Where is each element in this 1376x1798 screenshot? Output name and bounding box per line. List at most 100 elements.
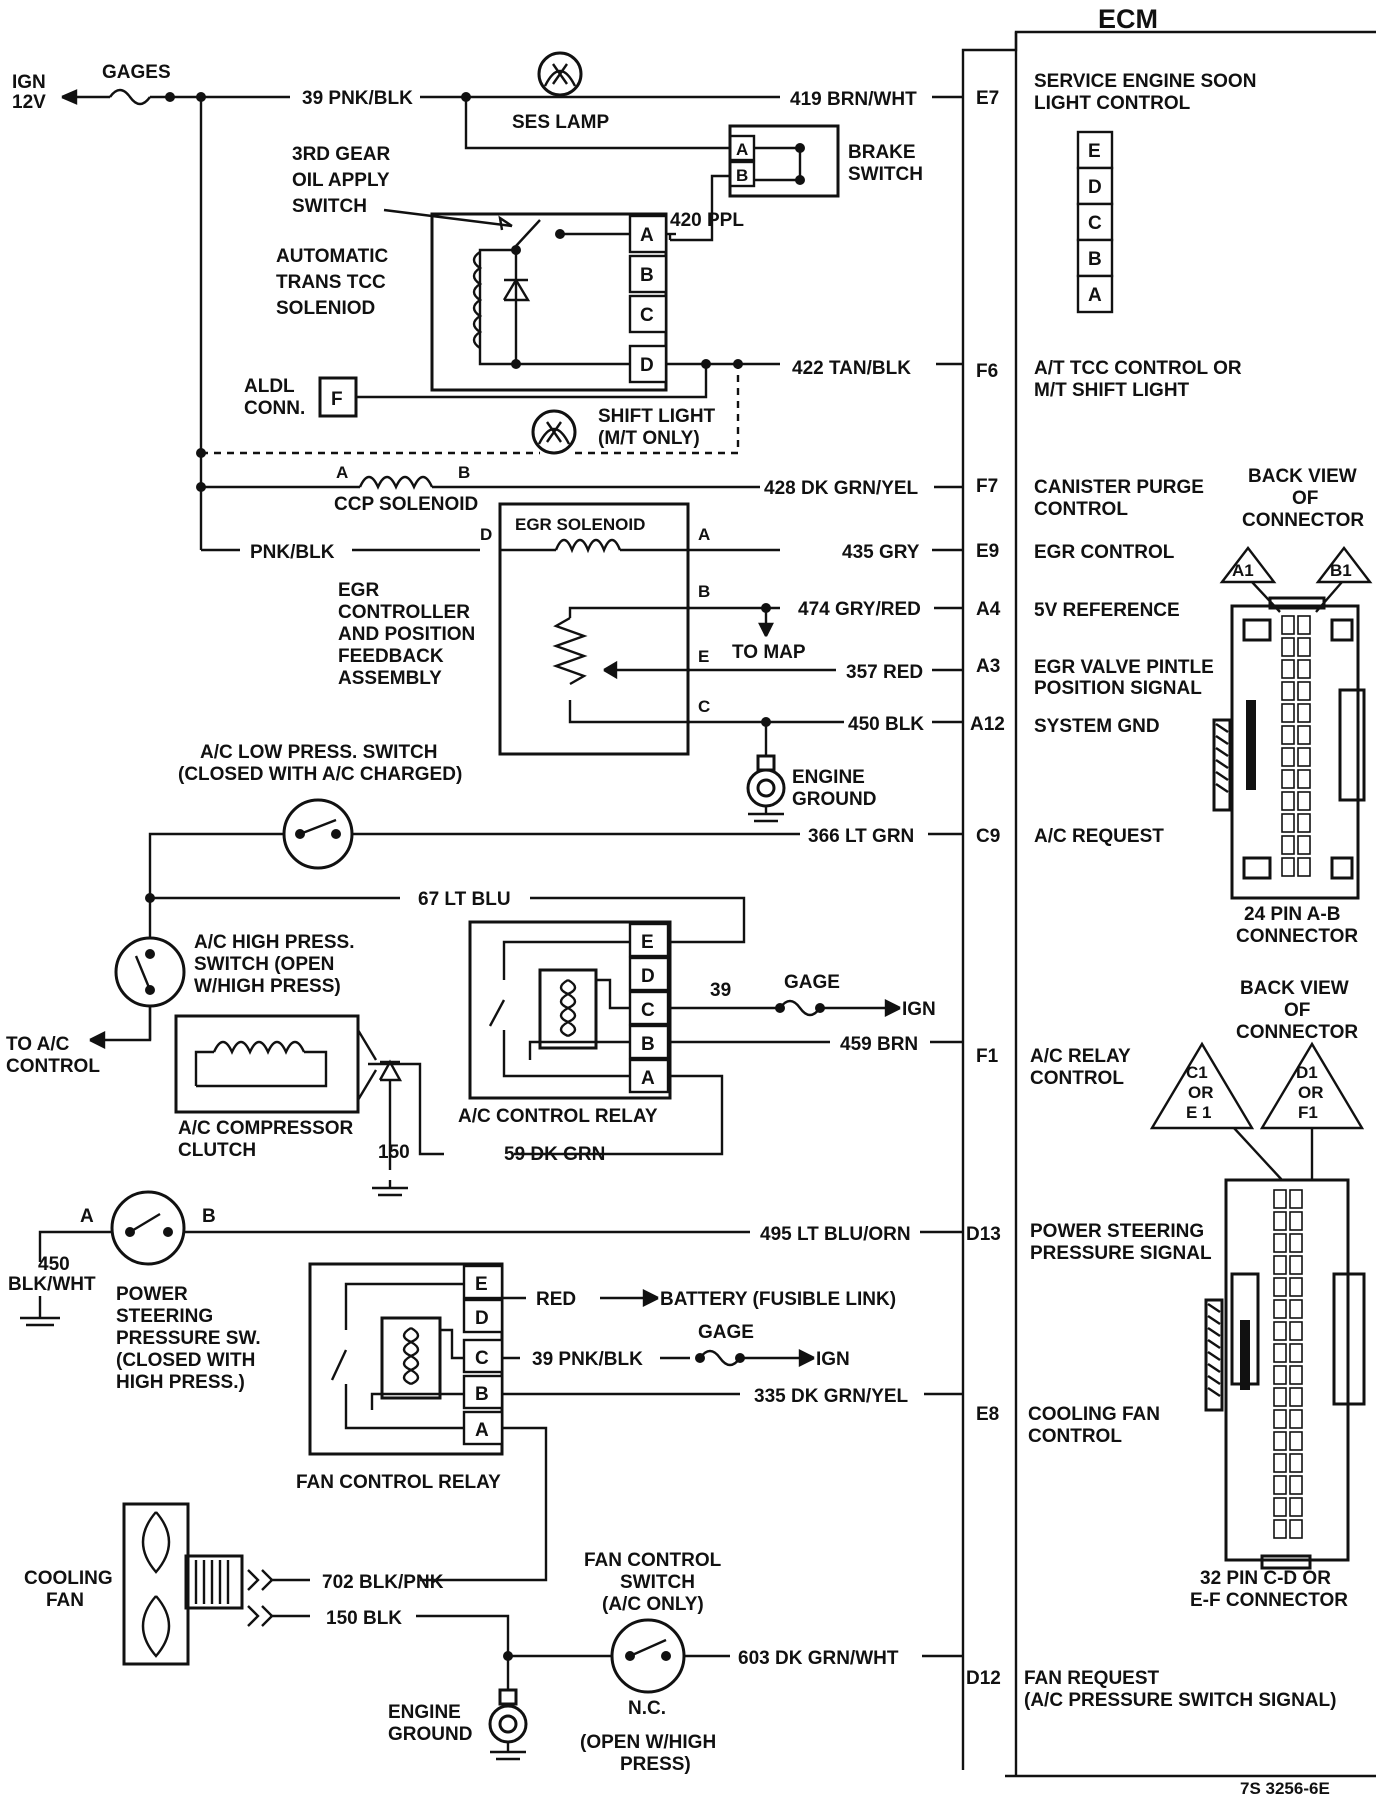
connector-pin-cavity: [1289, 1233, 1303, 1253]
brake-pin-b: B: [736, 166, 748, 185]
connector-pin-cavity: [1273, 1387, 1287, 1407]
ecm-pin-a4: A4: [976, 599, 1001, 620]
ecm-pin-c9: C9: [976, 826, 1000, 847]
strip-pin-b: B: [1088, 249, 1102, 270]
top-caption-1: 24 PIN A-B: [1244, 904, 1340, 925]
connector-pin-cavity: [1273, 1453, 1287, 1473]
ecm-pin-strip: E D C B A: [1076, 130, 1114, 314]
connector-pin-cavity: [1273, 1431, 1287, 1451]
egr-assy-label-2: CONTROLLER: [338, 602, 470, 623]
cooling-fan-icon: [122, 1502, 190, 1666]
fan-control-relay: E D C B A FAN CONTROL RELAY RED BATTERY …: [296, 1262, 963, 1582]
ign-feed: IGN 12V GAGES 39 PNK/BLK SES LAMP 419 BR…: [12, 51, 963, 133]
ecm-func-c9: A/C REQUEST: [1034, 826, 1164, 847]
oil-switch-label-1: 3RD GEAR: [292, 144, 390, 165]
ps-pin-b: B: [202, 1206, 216, 1227]
tcc-pin-b: B: [640, 265, 654, 286]
connector-pin-cavity: [1281, 835, 1295, 855]
tcc-label-3: SOLENIOD: [276, 298, 375, 319]
ecm-func-f1-2: CONTROL: [1030, 1068, 1124, 1089]
to-ac-label-2: CONTROL: [6, 1056, 100, 1077]
ccp-pin-a: A: [336, 463, 348, 482]
connector-pin-cavity: [1281, 857, 1295, 877]
egr-pin-c: C: [698, 697, 710, 716]
fan-relay-coil-icon: [402, 1326, 420, 1386]
connector-pin-cavity: [1289, 1387, 1303, 1407]
ecm-func-f7-2: CONTROL: [1034, 499, 1128, 520]
egr-assy-label-4: FEEDBACK: [338, 646, 444, 667]
open-high-label-2: PRESS): [620, 1754, 691, 1775]
top-tri-a1: A1: [1232, 561, 1254, 580]
shift-light: SHIFT LIGHT (M/T ONLY): [531, 364, 740, 455]
egr-assy-label-1: EGR: [338, 580, 379, 601]
to-ac-label-1: TO A/C: [6, 1034, 70, 1055]
connector-pin-cavity: [1273, 1409, 1287, 1429]
strip-pin-c: C: [1088, 213, 1102, 234]
connector-pin-cavity: [1273, 1475, 1287, 1495]
ac-relay-coil-icon: [559, 978, 577, 1038]
ecm-func-f1-1: A/C RELAY: [1030, 1046, 1131, 1067]
ps-switch-icon: [110, 1190, 186, 1266]
fan-switch-label-3: (A/C ONLY): [602, 1594, 704, 1615]
clutch-label-1: A/C COMPRESSOR: [178, 1118, 354, 1139]
fan-switch-label-1: FAN CONTROL: [584, 1550, 722, 1571]
clutch-label-2: CLUTCH: [178, 1140, 256, 1161]
ecm-func-e7-1: SERVICE ENGINE SOON: [1034, 71, 1256, 92]
ccp-coil-icon: [358, 475, 434, 490]
ac-gage-fuse-icon: [779, 999, 821, 1017]
ac-compressor-clutch: 150 A/C COMPRESSOR CLUTCH: [174, 1014, 444, 1197]
ecm-func-f7-1: CANISTER PURGE: [1034, 477, 1204, 498]
connector-pin-cavity: [1297, 703, 1311, 723]
wire-67: 67 LT BLU: [418, 889, 511, 910]
connector-pin-cavity: [1289, 1189, 1303, 1209]
wire-366: 366 LT GRN: [808, 826, 914, 847]
nc-label: N.C.: [628, 1698, 666, 1719]
ign-bus: [196, 97, 540, 552]
ecm-pin-f1: F1: [976, 1046, 999, 1067]
strip-pin-a: A: [1088, 285, 1102, 306]
fan-relay-pin-b: B: [475, 1384, 489, 1405]
wire-428: 428 DK GRN/YEL: [764, 478, 919, 499]
tcc-pin-d: D: [640, 355, 654, 376]
strip-pin-e: E: [1088, 141, 1101, 162]
top-caption-2: CONNECTOR: [1236, 926, 1358, 947]
tcc-coil-icon: [472, 251, 483, 349]
connector-pin-cavity: [1297, 835, 1311, 855]
top-back-view-2: OF: [1292, 488, 1318, 509]
connector-pin-cavity: [1289, 1299, 1303, 1319]
ecm-title: ECM: [1098, 4, 1158, 34]
wire-39: 39 PNK/BLK: [302, 88, 413, 109]
ps-label-2: STEERING: [116, 1306, 213, 1327]
ccp-label: CCP SOLENOID: [334, 494, 478, 515]
ecm-pin-e7: E7: [976, 88, 999, 109]
bottom-back-view-2: OF: [1284, 1000, 1310, 1021]
connector-pin-cavity: [1281, 791, 1295, 811]
wire-pnk-blk: PNK/BLK: [250, 542, 335, 563]
ps-label-4: (CLOSED WITH: [116, 1350, 255, 1371]
tcc-label-2: TRANS TCC: [276, 272, 386, 293]
ecm-pin-a3: A3: [976, 656, 1000, 677]
connector-24pin: BACK VIEW OF CONNECTOR A1 B1 24 PIN A-B …: [1212, 466, 1373, 947]
ecm-func-e8-1: COOLING FAN: [1028, 1404, 1160, 1425]
ac-ign-label: IGN: [902, 999, 936, 1020]
clutch-coil-icon: [212, 1040, 306, 1055]
connector-pin-cavity: [1297, 637, 1311, 657]
open-high-label-1: (OPEN W/HIGH: [580, 1732, 716, 1753]
connector-pin-cavity: [1289, 1277, 1303, 1297]
oil-switch-label-2: OIL APPLY: [292, 170, 390, 191]
top-connector-pin-grid: [1281, 615, 1311, 877]
ccp-pin-b: B: [458, 463, 470, 482]
connector-pin-cavity: [1289, 1211, 1303, 1231]
top-back-view-3: CONNECTOR: [1242, 510, 1364, 531]
wire-335: 335 DK GRN/YEL: [754, 1386, 909, 1407]
fan-ign-label: IGN: [816, 1349, 850, 1370]
bottom-caption-1: 32 PIN C-D OR: [1200, 1568, 1331, 1589]
ecm-pin-d13: D13: [966, 1224, 1001, 1245]
bottom-tri-c-3: E 1: [1186, 1103, 1212, 1122]
connector-pin-cavity: [1273, 1497, 1287, 1517]
fan-relay-pin-c: C: [475, 1348, 489, 1369]
brake-switch-label-2: SWITCH: [848, 164, 923, 185]
ecm-pin-d12: D12: [966, 1668, 1001, 1689]
ps-pressure-switch: A B 495 LT BLU/ORN 450 BLK/WHT POWER STE…: [8, 1190, 963, 1393]
connector-pin-cavity: [1281, 659, 1295, 679]
